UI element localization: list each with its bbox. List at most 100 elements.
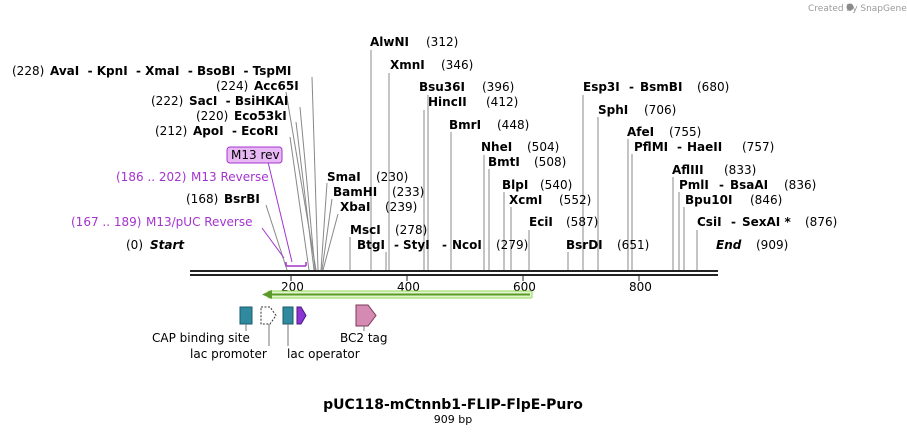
m13-rev-label-box — [226, 146, 283, 164]
site-bpu10i-pos: (846) — [750, 193, 782, 207]
site-styi: StyI — [403, 238, 430, 252]
site-pflmi-sep: - — [677, 140, 682, 154]
site-bsu36i: Bsu36I — [419, 80, 465, 94]
site-alwni: AlwNI — [370, 35, 409, 49]
site-ecii: EciI — [529, 215, 553, 229]
site-esp3i-sep: - — [629, 80, 634, 94]
site-bsaai-pos: (836) — [784, 178, 816, 192]
site-smai: SmaI — [327, 170, 361, 184]
site-alwni-pos: (312) — [426, 35, 458, 49]
left-site-220-pos: (220) — [196, 109, 228, 123]
plasmid-title: pUC118-mCtnnb1-FLIP-FlpE-Puro — [323, 397, 583, 413]
site-xcmi-pos: (552) — [559, 193, 591, 207]
feature-cap-binding-site — [239, 306, 253, 325]
site-leader-lines — [265, 50, 698, 271]
site-pmli: PmlI — [679, 178, 709, 192]
left-site-222-pos: (222) — [151, 94, 183, 108]
site-msci: MscI — [350, 223, 381, 237]
site-pmli-sep: - — [719, 178, 724, 192]
left-site-224-pos: (224) — [216, 79, 248, 93]
m13-primer-bar — [285, 262, 307, 267]
site-sexai: SexAI * — [742, 215, 791, 229]
feature-label-bc2-tag: BC2 tag — [340, 331, 388, 345]
m13-reverse-name: M13 Reverse — [191, 170, 269, 184]
feature-label-lac-promoter: lac promoter — [190, 347, 267, 361]
site-nhei-pos: (504) — [527, 140, 559, 154]
site-afliii: AflIII — [672, 163, 704, 177]
site-sphi: SphI — [598, 103, 628, 117]
site-hincii: HincII — [428, 95, 467, 109]
site-csii: CsiI — [697, 215, 722, 229]
site-bsmbi-pos: (680) — [697, 80, 729, 94]
site-afei: AfeI — [627, 125, 654, 139]
left-site-222-names: SacI - BsiHKAI — [189, 94, 288, 108]
scale-tick-800: 800 — [629, 280, 652, 294]
left-site-228-names: AvaI - KpnI - XmaI - BsoBI - TspMI — [50, 64, 291, 78]
site-btgi: BtgI — [357, 238, 385, 252]
site-styi-sep: - — [442, 238, 447, 252]
site-bsmbi: BsmBI — [640, 80, 682, 94]
start-pos: (0) — [126, 238, 143, 252]
m13-rev-label: M13 rev — [231, 148, 280, 162]
snapgene-logo-icon — [846, 3, 854, 11]
site-xmni-pos: (346) — [441, 58, 473, 72]
site-ncoi-pos: (279) — [496, 238, 528, 252]
site-bsrdi: BsrDI — [566, 238, 603, 252]
site-haeii-pos: (757) — [742, 140, 774, 154]
site-blpi-pos: (540) — [540, 178, 572, 192]
site-bamhi: BamHI — [333, 185, 377, 199]
left-site-228-pos: (228) — [12, 64, 44, 78]
site-bsrdi-pos: (651) — [617, 238, 649, 252]
site-bmti-pos: (508) — [534, 155, 566, 169]
site-xbai-pos: (239) — [385, 200, 417, 214]
site-bsu36i-pos: (396) — [482, 80, 514, 94]
site-msci-pos: (278) — [395, 223, 427, 237]
left-site-212-pos: (212) — [155, 124, 187, 138]
site-afliii-pos: (833) — [724, 163, 756, 177]
m13-puc-reverse-name: M13/pUC Reverse — [146, 215, 253, 229]
feature-label-lac-operator: lac operator — [287, 347, 360, 361]
site-sphi-pos: (706) — [644, 103, 676, 117]
site-csii-sep: - — [731, 215, 736, 229]
m13-reverse-pos: (186 .. 202) — [116, 170, 186, 184]
feature-lac-promoter — [260, 306, 277, 325]
left-site-168-names: BsrBI — [224, 192, 260, 206]
site-pflmi: PflMI — [634, 140, 668, 154]
site-bsaai: BsaAI — [730, 178, 768, 192]
end-pos: (909) — [756, 238, 788, 252]
site-haeii: HaeII — [687, 140, 722, 154]
site-nhei: NheI — [481, 140, 512, 154]
feature-label-cap-binding-site: CAP binding site — [152, 331, 250, 345]
site-bmri: BmrI — [449, 118, 481, 132]
site-bmri-pos: (448) — [497, 118, 529, 132]
lac-promoter-arrow — [262, 290, 533, 299]
left-site-212-names: ApoI - EcoRI — [193, 124, 278, 138]
plasmid-length: 909 bp — [434, 413, 472, 426]
site-btgi-sep: - — [394, 238, 399, 252]
site-esp3i: Esp3I — [583, 80, 620, 94]
site-bpu10i: Bpu10I — [685, 193, 732, 207]
site-hincii-pos: (412) — [486, 95, 518, 109]
left-site-224-names: Acc65I — [254, 79, 299, 93]
dna-backbone — [190, 270, 718, 276]
site-xbai: XbaI — [340, 200, 370, 214]
site-blpi: BlpI — [502, 178, 528, 192]
site-smai-pos: (230) — [376, 170, 408, 184]
site-bamhi-pos: (233) — [392, 185, 424, 199]
site-xmni: XmnI — [390, 58, 425, 72]
site-xcmi: XcmI — [509, 193, 542, 207]
site-sexai-pos: (876) — [805, 215, 837, 229]
site-ecii-pos: (587) — [566, 215, 598, 229]
snapgene-credit: Created by SnapGene — [808, 4, 907, 14]
feature-leader-lines — [245, 324, 365, 346]
feature-bc2-tag — [355, 304, 377, 327]
left-site-220-names: Eco53kI — [234, 109, 287, 123]
feature-lac-operator — [282, 306, 307, 325]
primer-leader-lines — [261, 161, 293, 263]
left-site-168-pos: (168) — [186, 192, 218, 206]
m13-puc-reverse-pos: (167 .. 189) — [71, 215, 141, 229]
start-label: Start — [150, 238, 185, 252]
end-label: End — [716, 238, 742, 252]
site-bmti: BmtI — [488, 155, 520, 169]
